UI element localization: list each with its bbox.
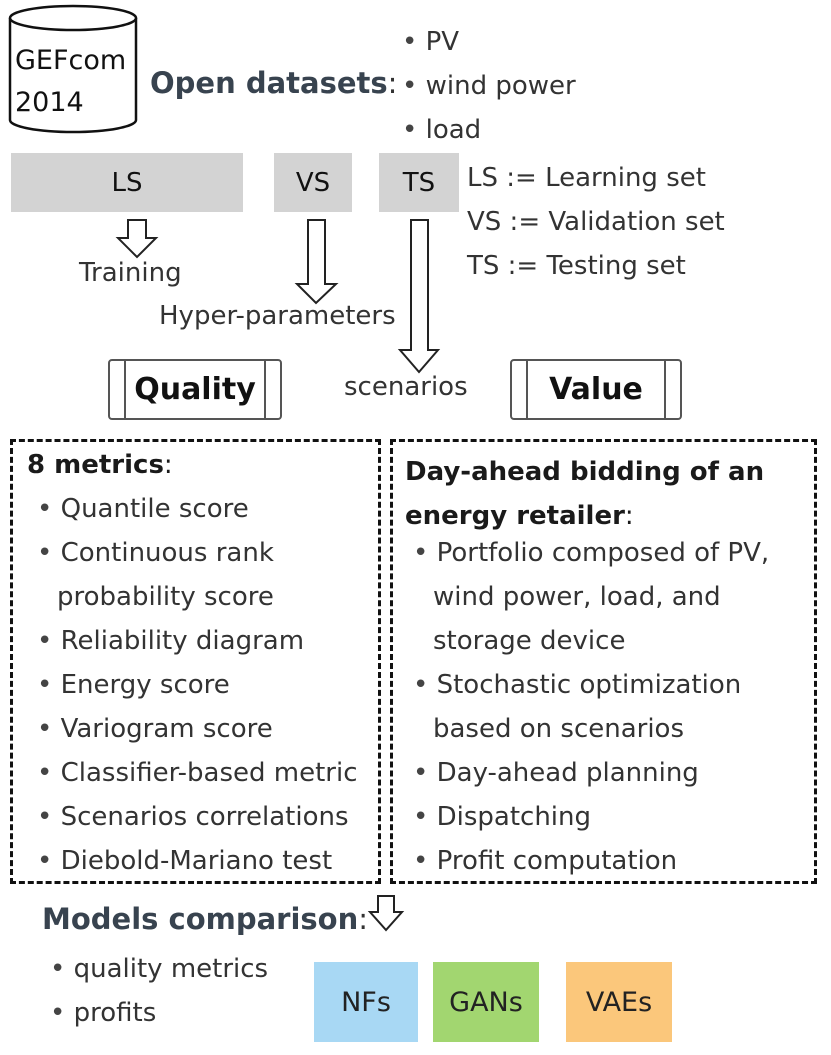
list-item: Quantile score [37, 487, 358, 531]
list-item-continuation: storage device [433, 626, 626, 656]
learning-set-box: LS [11, 153, 243, 212]
metrics-list: Quantile score Continuous rank probabili… [37, 487, 358, 883]
list-item: Dispatching [413, 795, 769, 839]
scenarios-label: scenarios [344, 372, 468, 402]
list-item: load [402, 108, 576, 152]
definition-vs: VS := Validation set [467, 207, 725, 237]
list-item: Stochastic optimization [413, 663, 769, 707]
quality-box: Quality [108, 359, 282, 420]
model-nfs: NFs [314, 962, 418, 1042]
training-label: Training [79, 258, 182, 288]
bidding-list: Portfolio composed of PV, wind power, lo… [413, 531, 769, 883]
testing-set-box: TS [379, 153, 459, 212]
list-item: Diebold-Mariano test [37, 839, 358, 883]
dataset-name: GEFcom 2014 [15, 40, 126, 124]
training-arrow-icon [115, 219, 159, 259]
list-item: Day-ahead planning [413, 751, 769, 795]
definition-ts: TS := Testing set [467, 251, 686, 281]
list-item: PV [402, 20, 576, 64]
list-item: Scenarios correlations [37, 795, 358, 839]
dataset-name-line2: 2014 [15, 87, 84, 118]
open-datasets-text: Open datasets [150, 66, 388, 100]
bidding-title: Day-ahead bidding of an energy retailer: [405, 450, 764, 538]
open-datasets-list: PV wind power load [402, 20, 576, 152]
models-comparison-colon: : [358, 902, 369, 936]
learning-set-label: LS [111, 167, 143, 198]
dataset-name-line1: GEFcom [15, 45, 127, 76]
model-nfs-label: NFs [341, 986, 391, 1018]
hyperparameters-arrow-icon [294, 219, 339, 305]
set-definitions: LS := Learning set VS := Validation set … [467, 156, 725, 288]
database-cylinder-icon [8, 4, 138, 134]
list-item: Reliability diagram [37, 619, 358, 663]
validation-set-label: VS [295, 167, 331, 198]
bidding-title-colon: : [624, 501, 634, 531]
list-item-continuation: wind power, load, and [433, 582, 721, 612]
quality-label: Quality [134, 372, 256, 407]
value-box: Value [510, 359, 682, 420]
definition-ls: LS := Learning set [467, 163, 706, 193]
list-item-continuation: probability score [57, 582, 274, 612]
model-vaes: VAEs [566, 962, 672, 1042]
bidding-title-line1: Day-ahead bidding of an [405, 457, 765, 487]
list-item: wind power [402, 64, 576, 108]
comparison-list: quality metrics profits [50, 947, 268, 1035]
scenarios-arrow-icon [397, 219, 441, 374]
list-item: quality metrics [50, 947, 268, 991]
value-label: Value [549, 372, 643, 407]
list-item-continuation: based on scenarios [433, 714, 685, 744]
open-datasets-label: Open datasets: [150, 66, 397, 100]
list-item: Profit computation [413, 839, 769, 883]
list-item: Continuous rank [37, 531, 358, 575]
metrics-title-text: 8 metrics [27, 450, 164, 480]
validation-set-box: VS [274, 153, 352, 212]
metrics-title-colon: : [163, 450, 173, 480]
open-datasets-colon: : [387, 66, 398, 100]
comparison-arrow-icon [367, 895, 405, 932]
models-comparison-text: Models comparison [42, 902, 359, 936]
list-item: profits [50, 991, 268, 1035]
list-item: Variogram score [37, 707, 358, 751]
bidding-title-line2: energy retailer [405, 501, 625, 531]
list-item: Classifier-based metric [37, 751, 358, 795]
model-vaes-label: VAEs [585, 986, 653, 1018]
model-gans-label: GANs [449, 986, 523, 1018]
models-comparison-label: Models comparison: [42, 902, 368, 936]
testing-set-label: TS [402, 167, 436, 198]
list-item: Energy score [37, 663, 358, 707]
model-gans: GANs [433, 962, 539, 1042]
metrics-title: 8 metrics: [27, 450, 173, 480]
hyperparameters-label: Hyper-parameters [159, 301, 396, 331]
list-item: Portfolio composed of PV, [413, 531, 770, 575]
